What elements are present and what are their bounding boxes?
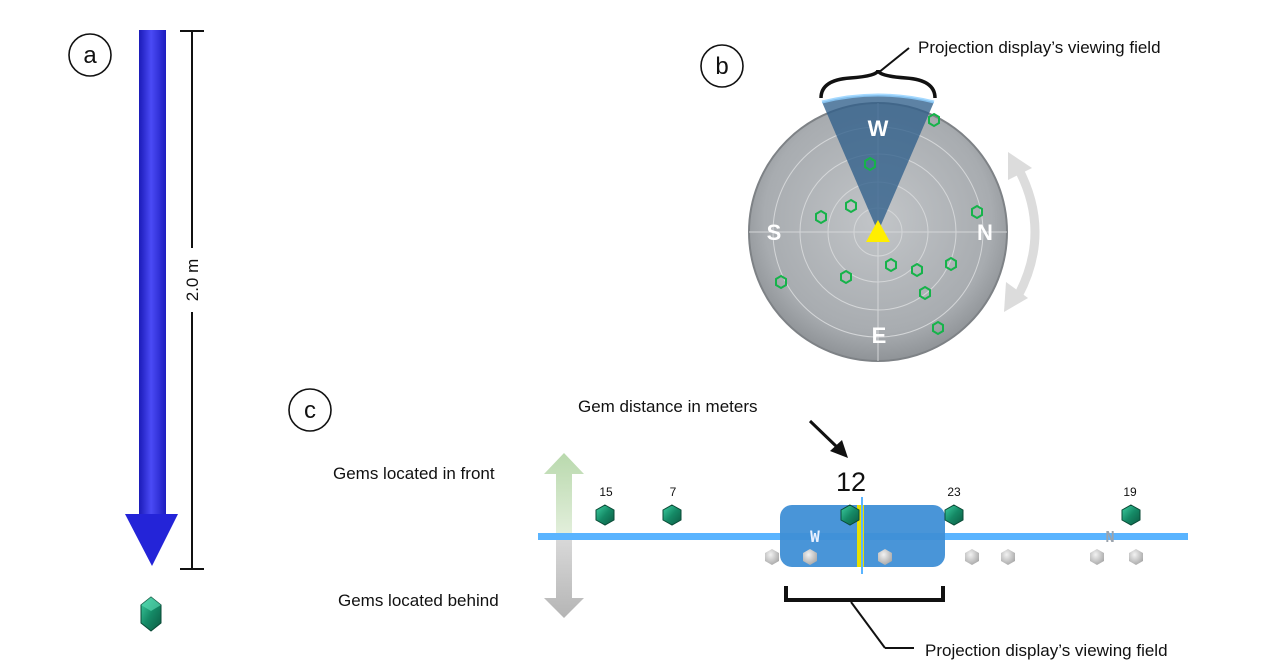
gem-distance-callout: Gem distance in meters [578, 397, 758, 416]
front-gem-icon [662, 504, 682, 526]
compass-gem-marker [928, 112, 940, 128]
view-cone [822, 95, 934, 232]
distance-callout-arrow-icon [808, 419, 848, 458]
rotate-arrow-icon [1004, 152, 1040, 312]
compass-gem-marker [971, 204, 983, 220]
panel-a-badge [68, 33, 112, 77]
callout-leader-line [877, 47, 910, 74]
compass-gem-marker [840, 269, 852, 285]
front-gem-icon [595, 504, 615, 526]
cardinal-west: W [868, 116, 889, 141]
behind-gem-icon [878, 549, 892, 565]
compass-gem-marker [945, 256, 957, 272]
front-gem-icon [1121, 504, 1141, 526]
compass-gem-marker [845, 198, 857, 214]
compass-gem-marker [919, 285, 931, 301]
view-cone-rim [821, 93, 935, 104]
front-gem-icon [840, 504, 860, 526]
length-label: 2.0 m [183, 259, 202, 302]
compass-gem-marker [864, 156, 876, 172]
cardinal-south: S [767, 220, 782, 245]
panel-b-letter: b [715, 53, 728, 80]
compass-gem-markers [775, 112, 983, 336]
gems-in-front-label: Gems located in front [333, 464, 495, 483]
player-marker-icon [866, 220, 890, 242]
compass-viewing-field-callout: Projection display’s viewing field [918, 38, 1161, 57]
behind-gem-icon [803, 549, 817, 565]
panel-a-letter: a [83, 42, 97, 69]
behind-gem-icon [1090, 549, 1104, 565]
front-gems [595, 504, 1141, 526]
gem-distance-12: 12 [836, 467, 866, 497]
behind-arrow-icon [544, 538, 584, 618]
strip-north-label: N [1105, 528, 1114, 546]
compass-gem-marker [815, 209, 827, 225]
gem-distance-7: 7 [670, 485, 677, 499]
compass-gem-marker [885, 257, 897, 273]
viewing-field-bracket [819, 69, 937, 99]
gem-distance-23: 23 [947, 485, 961, 499]
down-arrow-icon [125, 30, 178, 566]
panel-c-badge [288, 388, 332, 432]
compass-gem-marker [932, 320, 944, 336]
panel-a: a 2.0 m [68, 30, 204, 632]
gem-distance-19: 19 [1123, 485, 1137, 499]
panel-c: c Gem distance in meters Gems located in… [288, 388, 1188, 660]
compass-gem-marker [911, 262, 923, 278]
gems-behind-label: Gems located behind [338, 591, 499, 610]
behind-gem-icon [765, 549, 779, 565]
panel-b: b Projection display’s viewing field W S… [700, 38, 1161, 362]
panel-b-badge [700, 44, 744, 88]
cardinal-east: E [872, 323, 887, 348]
viewing-field-bottom-bracket [784, 586, 945, 602]
front-gem-icon [944, 504, 964, 526]
behind-gems [765, 549, 1143, 565]
length-dimension-line [180, 30, 204, 570]
behind-gem-icon [1001, 549, 1015, 565]
bottom-callout-leader-line [850, 601, 886, 649]
panel-c-letter: c [304, 397, 316, 424]
gem-distance-15: 15 [599, 485, 613, 499]
strip-viewing-field-callout: Projection display’s viewing field [925, 641, 1168, 660]
behind-gem-icon [965, 549, 979, 565]
front-arrow-icon [544, 453, 584, 536]
cardinal-north: N [977, 220, 993, 245]
compass-gem-marker [775, 274, 787, 290]
heading-cursor [857, 505, 864, 567]
behind-gem-icon [1129, 549, 1143, 565]
strip-west-label: W [810, 527, 820, 546]
green-gem-icon [140, 596, 162, 632]
